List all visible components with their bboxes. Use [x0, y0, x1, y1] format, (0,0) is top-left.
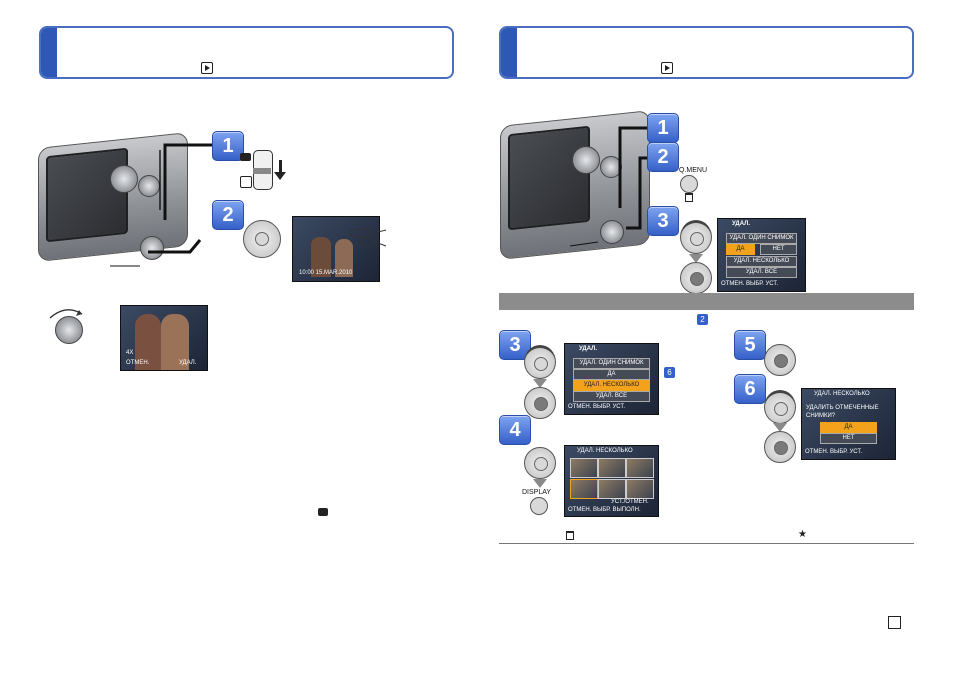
cursor-pad-up [680, 220, 712, 254]
cursor-pad-up-6 [764, 390, 796, 424]
delete-title-2: УДАЛ. [579, 346, 597, 352]
delete-yes-option[interactable]: ДА [726, 244, 755, 255]
delete-all-option[interactable]: УДАЛ. ВСЕ [726, 267, 797, 278]
delete-one-option-2[interactable]: УДАЛ. ОДИН СНИМОК [573, 358, 650, 369]
cursor-pad-set-3 [524, 387, 556, 419]
sub-step-4-badge: 4 [499, 415, 531, 445]
cursor-pad-left [243, 220, 281, 258]
playback-icon [201, 62, 213, 74]
thumbnail[interactable] [626, 458, 654, 478]
step-1-badge: 1 [647, 113, 679, 143]
delete-all-option-2[interactable]: УДАЛ. ВСЕ [573, 391, 650, 402]
zoom-delete: УДАЛ. [179, 360, 197, 366]
multi-footer: ОТМЕН. ВЫБР. ВЫПОЛН. [568, 507, 641, 513]
zoom-level: 4X [126, 350, 134, 356]
right-header-banner [499, 26, 914, 79]
confirm-footer: ОТМЕН. ВЫБР. УСТ. [805, 449, 863, 455]
cursor-pad-up-3 [524, 345, 556, 379]
display-button[interactable] [530, 497, 548, 515]
delete-no-option[interactable]: НЕТ [760, 244, 797, 255]
ref-6-badge: 6 [664, 367, 675, 378]
confirm-question: УДАЛИТЬ ОТМЕЧЕННЫЕ СНИМКИ? [806, 405, 879, 419]
cursor-pad-set-6 [764, 431, 796, 463]
delete-one-option[interactable]: УДАЛ. ОДИН СНИМОК [726, 233, 797, 244]
zoom-cancel: ОТМЕН. [126, 360, 150, 366]
qmenu-label: Q.MENU [679, 167, 707, 174]
section-bar [499, 293, 914, 310]
cursor-pad-set-5 [764, 344, 796, 376]
multi-title: УДАЛ. НЕСКОЛЬКО [577, 448, 633, 454]
delete-multi-option-2[interactable]: УДАЛ. НЕСКОЛЬКО [573, 380, 650, 391]
display-label: DISPLAY [522, 489, 552, 496]
step-3-badge: 3 [647, 206, 679, 236]
step-1-badge: 1 [212, 131, 244, 161]
step-2-badge: 2 [647, 142, 679, 172]
delete-title: УДАЛ. [732, 221, 750, 227]
header-tab [41, 28, 57, 77]
zoom-screen: 4X ОТМЕН. УДАЛ. [120, 305, 208, 371]
trash-icon-4 [566, 531, 574, 540]
confirm-title: УДАЛ. НЕСКОЛЬКО [814, 391, 870, 397]
step-2-badge: 2 [212, 200, 244, 230]
confirm-screen: УДАЛ. НЕСКОЛЬКО УДАЛИТЬ ОТМЕЧЕННЫЕ СНИМК… [801, 388, 896, 460]
note-edit-icon [888, 616, 901, 629]
down-arrow-4 [533, 479, 547, 488]
cursor-pad-set [680, 262, 712, 294]
sub-step-6-badge: 6 [734, 374, 766, 404]
qmenu-button[interactable] [680, 175, 698, 193]
callout-lines [569, 126, 655, 247]
delete-multi-option[interactable]: УДАЛ. НЕСКОЛЬКО [726, 256, 797, 267]
sub-step-5-badge: 5 [734, 330, 766, 360]
delete-footer-2: ОТМЕН. ВЫБР. УСТ. [568, 404, 626, 410]
playback-icon [661, 62, 673, 74]
down-arrow [689, 254, 703, 263]
cursor-pad-4 [524, 447, 556, 479]
thumbnail[interactable] [570, 479, 598, 499]
down-arrow-6 [773, 423, 787, 432]
thumbnail[interactable] [626, 479, 654, 499]
multi-select-screen: УДАЛ. НЕСКОЛЬКО УСТ./ОТМЕН. ОТМЕН. ВЫБР.… [564, 445, 659, 517]
section-ref-badge: 2 [697, 314, 708, 325]
left-header-banner [39, 26, 454, 79]
thumbnail[interactable] [570, 458, 598, 478]
playback-date: 10:00 15.MAR.2010 [299, 270, 353, 276]
header-tab [501, 28, 517, 77]
delete-yes-no-2[interactable]: ДА [573, 369, 650, 380]
delete-footer: ОТМЕН. ВЫБР. УСТ. [721, 281, 779, 287]
delete-multi-screen: УДАЛ. УДАЛ. ОДИН СНИМОК ДА УДАЛ. НЕСКОЛЬ… [564, 343, 659, 415]
down-arrow-3 [533, 379, 547, 388]
camera-mode-icon [318, 508, 328, 516]
star-icon: ★ [798, 529, 807, 540]
confirm-no-option[interactable]: НЕТ [820, 433, 877, 444]
bottom-divider [499, 543, 914, 544]
callout-lines [110, 143, 212, 267]
delete-menu-screen: УДАЛ. УДАЛ. ОДИН СНИМОК ДА НЕТ УДАЛ. НЕС… [717, 218, 806, 292]
confirm-yes-option[interactable]: ДА [820, 422, 877, 433]
playback-screen: 10:00 15.MAR.2010 [292, 216, 380, 282]
screen-callouts [349, 228, 387, 247]
thumbnail[interactable] [598, 479, 626, 499]
multi-set-cancel: УСТ./ОТМЕН. [611, 499, 649, 505]
trash-icon [685, 193, 693, 202]
thumbnail[interactable] [598, 458, 626, 478]
